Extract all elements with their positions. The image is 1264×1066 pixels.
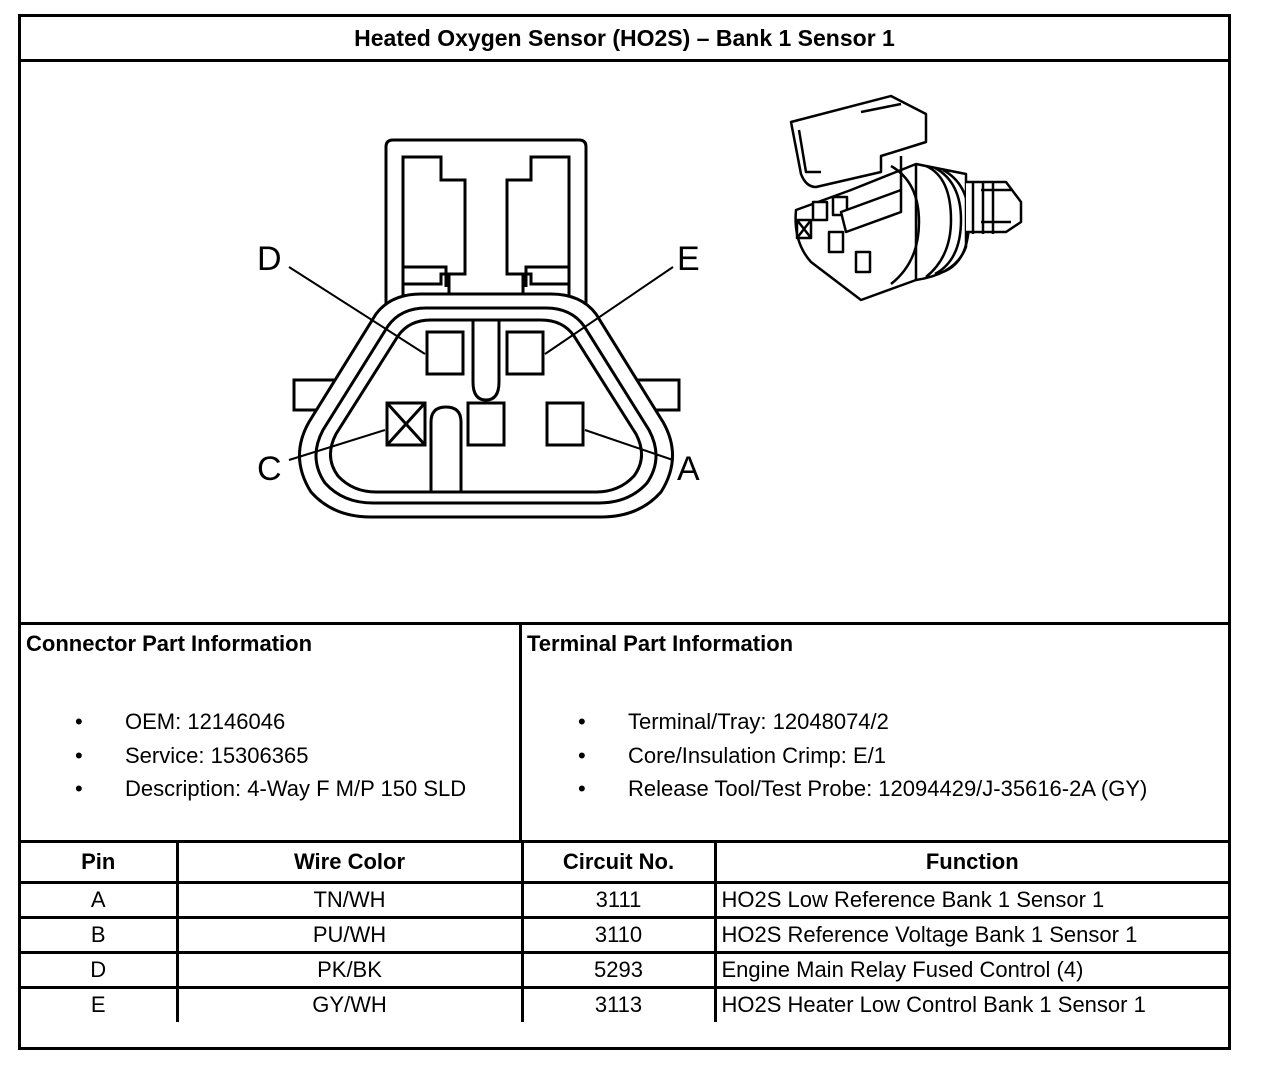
- pin-cavity-e: [505, 330, 545, 376]
- list-item: • Description: 4-Way F M/P 150 SLD: [75, 772, 466, 806]
- cell-function: HO2S Reference Voltage Bank 1 Sensor 1: [713, 915, 1228, 954]
- list-item: • Release Tool/Test Probe: 12094429/J-356…: [578, 772, 1147, 806]
- cell-pin: B: [21, 915, 179, 954]
- cell-wire-color: GY/WH: [175, 985, 524, 1022]
- pin-label-e: E: [677, 240, 700, 278]
- pin-label-d: D: [257, 240, 282, 278]
- table-row: B PU/WH 3110 HO2S Reference Voltage Bank…: [21, 915, 1228, 954]
- pin-cavity-b: [466, 401, 506, 447]
- bullet-icon: •: [578, 742, 586, 768]
- terminal-tray: Terminal/Tray: 12048074/2: [628, 709, 889, 734]
- connector-diagram: D E C A: [21, 62, 1228, 625]
- cell-circuit: 3110: [520, 915, 717, 954]
- cell-wire-color: TN/WH: [175, 880, 524, 919]
- table-row: A TN/WH 3111 HO2S Low Reference Bank 1 S…: [21, 880, 1228, 919]
- table-row: D PK/BK 5293 Engine Main Relay Fused Con…: [21, 950, 1228, 989]
- terminal-info-heading: Terminal Part Information: [527, 631, 794, 656]
- cell-pin: E: [21, 985, 179, 1022]
- cell-wire-color: PU/WH: [175, 915, 524, 954]
- release-tool: Release Tool/Test Probe: 12094429/J-3561…: [628, 776, 1148, 801]
- cell-function: Engine Main Relay Fused Control (4): [713, 950, 1228, 989]
- cell-pin: D: [21, 950, 179, 989]
- bullet-icon: •: [578, 776, 586, 801]
- bullet-icon: •: [75, 709, 83, 734]
- document-frame: Heated Oxygen Sensor (HO2S) – Bank 1 Sen…: [18, 14, 1231, 1050]
- cell-function: HO2S Low Reference Bank 1 Sensor 1: [713, 880, 1228, 919]
- table-row: E GY/WH 3113 HO2S Heater Low Control Ban…: [21, 985, 1228, 1022]
- cell-pin: A: [21, 880, 179, 919]
- cell-function: HO2S Heater Low Control Bank 1 Sensor 1: [713, 985, 1228, 1022]
- list-item: • Terminal/Tray: 12048074/2: [578, 705, 1147, 739]
- pin-cavity-a: [545, 401, 585, 447]
- pin-table: Pin Wire Color Circuit No. Function A TN…: [21, 843, 1228, 1022]
- header-function: Function: [713, 843, 1228, 884]
- pin-label-c: C: [257, 450, 282, 488]
- header-pin: Pin: [21, 843, 179, 884]
- part-information: Connector Part Information • OEM: 1214604…: [21, 625, 1228, 843]
- pin-cavity-d: [425, 330, 465, 376]
- cell-circuit: 5293: [520, 950, 717, 989]
- page-title: Heated Oxygen Sensor (HO2S) – Bank 1 Sen…: [21, 17, 1228, 62]
- cell-circuit: 3113: [520, 985, 717, 1022]
- connector-part-info: Connector Part Information • OEM: 1214604…: [21, 625, 522, 840]
- bullet-icon: •: [75, 742, 83, 768]
- bullet-icon: •: [75, 776, 83, 801]
- diagram-canvas: D E C A: [257, 94, 1023, 519]
- connector-oem: OEM: 12146046: [125, 709, 286, 734]
- connector-face-icon: [288, 138, 681, 519]
- list-item: • Core/Insulation Crimp: E/1: [578, 739, 1147, 773]
- connector-description: Description: 4-Way F M/P 150 SLD: [125, 776, 467, 801]
- terminal-info-list: • Terminal/Tray: 12048074/2 • Core/Insulat…: [578, 705, 1147, 806]
- bullet-icon: •: [578, 709, 586, 734]
- list-item: • OEM: 12146046: [75, 705, 466, 739]
- cell-circuit: 3111: [520, 880, 717, 919]
- terminal-part-info: Terminal Part Information • Terminal/Tray…: [522, 625, 1228, 840]
- connector-3d-icon: [789, 94, 1023, 302]
- pin-cavity-c: [385, 401, 427, 447]
- pin-label-a: A: [677, 450, 700, 488]
- connector-service: Service: 15306365: [125, 742, 309, 768]
- connector-info-heading: Connector Part Information: [26, 631, 313, 656]
- connector-info-list: • OEM: 12146046 • Service: 15306365 • Descr…: [75, 705, 466, 806]
- header-circuit-no: Circuit No.: [520, 843, 717, 884]
- table-header-row: Pin Wire Color Circuit No. Function: [21, 843, 1228, 884]
- list-item: • Service: 15306365: [75, 739, 466, 773]
- core-insulation-crimp: Core/Insulation Crimp: E/1: [628, 742, 886, 768]
- cell-wire-color: PK/BK: [175, 950, 524, 989]
- header-wire-color: Wire Color: [175, 843, 524, 884]
